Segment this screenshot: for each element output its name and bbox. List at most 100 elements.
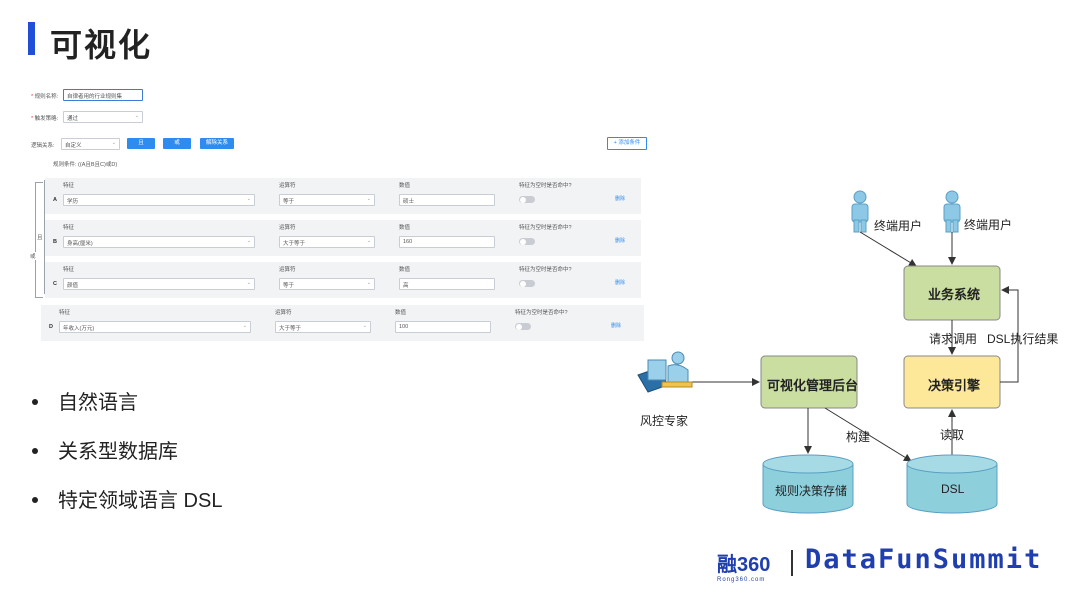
trigger-label: * 触发策略:	[31, 116, 59, 122]
chevron-down-icon: ⌄	[362, 323, 367, 329]
dsl-label: DSL	[941, 482, 965, 496]
title-accent-bar	[28, 22, 35, 55]
chevron-down-icon: ⌄	[246, 196, 251, 202]
chevron-down-icon: ⌄	[246, 280, 251, 286]
operator-header: 运算符	[275, 310, 292, 316]
trigger-select[interactable]: 通过 ⌄	[63, 111, 143, 123]
value-header: 数值	[399, 183, 411, 189]
empty-hit-header: 特征为空时是否命中?	[519, 267, 572, 273]
feature-header: 特征	[63, 225, 75, 231]
read-label: 读取	[940, 428, 965, 442]
logic-select[interactable]: 自定义 ⌄	[61, 138, 120, 150]
architecture-diagram	[637, 190, 1019, 514]
bullet-dot	[32, 448, 38, 455]
rule-form-screenshot: * 规则名称: 自律者用的行业规则集 * 触发策略: 通过 ⌄ 逻辑关系: 自定…	[25, 80, 648, 342]
empty-hit-toggle[interactable]	[515, 323, 531, 330]
and-button[interactable]: 且	[127, 138, 155, 149]
value-header: 数值	[395, 310, 407, 316]
logo-divider	[791, 550, 793, 576]
chevron-down-icon: ⌄	[366, 196, 371, 202]
dsl-cylinder	[906, 454, 998, 514]
operator-header: 运算符	[279, 183, 296, 189]
page-title: 可视化	[50, 27, 153, 63]
condition-row: 特征 运算符 数值 特征为空时是否命中? D 年收入(万元) ⌄ 大于等于 ⌄ …	[41, 305, 644, 341]
rule-condition-text: 规则条件: ((A且B且C)或D)	[53, 162, 118, 168]
expert-label: 风控专家	[640, 414, 689, 428]
request-label: 请求调用	[929, 332, 978, 346]
arrow-build	[824, 407, 912, 462]
chevron-down-icon: ⌄	[366, 280, 371, 286]
empty-hit-toggle[interactable]	[519, 196, 535, 203]
business-system-label: 业务系统	[928, 287, 981, 302]
bullet-dot	[32, 399, 38, 406]
empty-hit-toggle[interactable]	[519, 280, 535, 287]
feature-header: 特征	[59, 310, 71, 316]
operator-header: 运算符	[279, 225, 296, 231]
datafunsummit-logo: DataFunSummit	[805, 544, 1043, 575]
rule-store-cylinder	[762, 454, 854, 514]
unbind-button[interactable]: 解除关系	[200, 138, 234, 149]
condition-row: 特征 运算符 数值 特征为空时是否命中? C 颜值 ⌄ 等于 ⌄ 高 删除	[45, 262, 641, 298]
chevron-down-icon: ⌄	[246, 238, 251, 244]
value-header: 数值	[399, 225, 411, 231]
dsl-result-label: DSL执行结果	[987, 332, 1059, 346]
and-bracket-label: 且	[37, 233, 43, 241]
build-label: 构建	[846, 430, 871, 444]
rule-name-label: * 规则名称:	[31, 94, 59, 100]
row-id: A	[53, 197, 57, 203]
delete-link[interactable]: 删除	[611, 323, 622, 329]
value-input[interactable]: 160	[399, 236, 495, 248]
rong360-logo: 融360 Rong360.com	[717, 554, 771, 583]
chevron-down-icon: ⌄	[366, 238, 371, 244]
row-id: D	[49, 324, 53, 330]
feature-header: 特征	[63, 267, 75, 273]
expert-icon	[637, 351, 693, 393]
decision-engine-label: 决策引擎	[928, 378, 981, 393]
operator-select[interactable]: 等于 ⌄	[279, 278, 375, 290]
value-input[interactable]: 硕士	[399, 194, 495, 206]
condition-row: 特征 运算符 数值 特征为空时是否命中? B 身高(厘米) ⌄ 大于等于 ⌄ 1…	[45, 220, 641, 256]
delete-link[interactable]: 删除	[615, 238, 626, 244]
delete-link[interactable]: 删除	[615, 196, 626, 202]
bullet-item: 关系型数据库	[32, 435, 178, 464]
empty-hit-header: 特征为空时是否命中?	[519, 225, 572, 231]
delete-link[interactable]: 删除	[615, 280, 626, 286]
operator-header: 运算符	[279, 267, 296, 273]
rule-store-label: 规则决策存储	[775, 484, 848, 498]
operator-select[interactable]: 等于 ⌄	[279, 194, 375, 206]
arrow-dsl-result	[1000, 286, 1019, 383]
chevron-down-icon: ⌄	[242, 323, 247, 329]
chevron-down-icon: ⌄	[134, 113, 139, 119]
value-header: 数值	[399, 267, 411, 273]
bullet-dot	[32, 497, 38, 504]
row-id: C	[53, 281, 57, 287]
feature-select[interactable]: 学历 ⌄	[63, 194, 255, 206]
admin-backend-label: 可视化管理后台	[767, 378, 859, 393]
user1-label: 终端用户	[874, 219, 923, 233]
row-id: B	[53, 239, 57, 245]
chevron-down-icon: ⌄	[111, 140, 116, 146]
admin-backend-box	[760, 355, 858, 409]
rule-name-input[interactable]: 自律者用的行业规则集	[63, 89, 143, 101]
or-button[interactable]: 或	[163, 138, 191, 149]
user-icon	[943, 190, 961, 233]
bullet-item: 特定领域语言 DSL	[32, 484, 222, 513]
operator-select[interactable]: 大于等于 ⌄	[275, 321, 371, 333]
value-input[interactable]: 高	[399, 278, 495, 290]
feature-select[interactable]: 身高(厘米) ⌄	[63, 236, 255, 248]
value-input[interactable]: 100	[395, 321, 491, 333]
bullet-item: 自然语言	[32, 386, 138, 415]
operator-select[interactable]: 大于等于 ⌄	[279, 236, 375, 248]
or-bracket	[35, 182, 43, 298]
logic-label: 逻辑关系:	[31, 143, 55, 149]
feature-header: 特征	[63, 183, 75, 189]
feature-select[interactable]: 年收入(万元) ⌄	[59, 321, 251, 333]
user-icon	[851, 190, 869, 233]
empty-hit-toggle[interactable]	[519, 238, 535, 245]
condition-row: 特征 运算符 数值 特征为空时是否命中? A 学历 ⌄ 等于 ⌄ 硕士 删除	[45, 178, 641, 214]
add-condition-button[interactable]: + 添加条件	[607, 137, 647, 150]
or-bracket-label: 或	[30, 252, 36, 260]
user2-label: 终端用户	[964, 218, 1013, 232]
feature-select[interactable]: 颜值 ⌄	[63, 278, 255, 290]
empty-hit-header: 特征为空时是否命中?	[519, 183, 572, 189]
